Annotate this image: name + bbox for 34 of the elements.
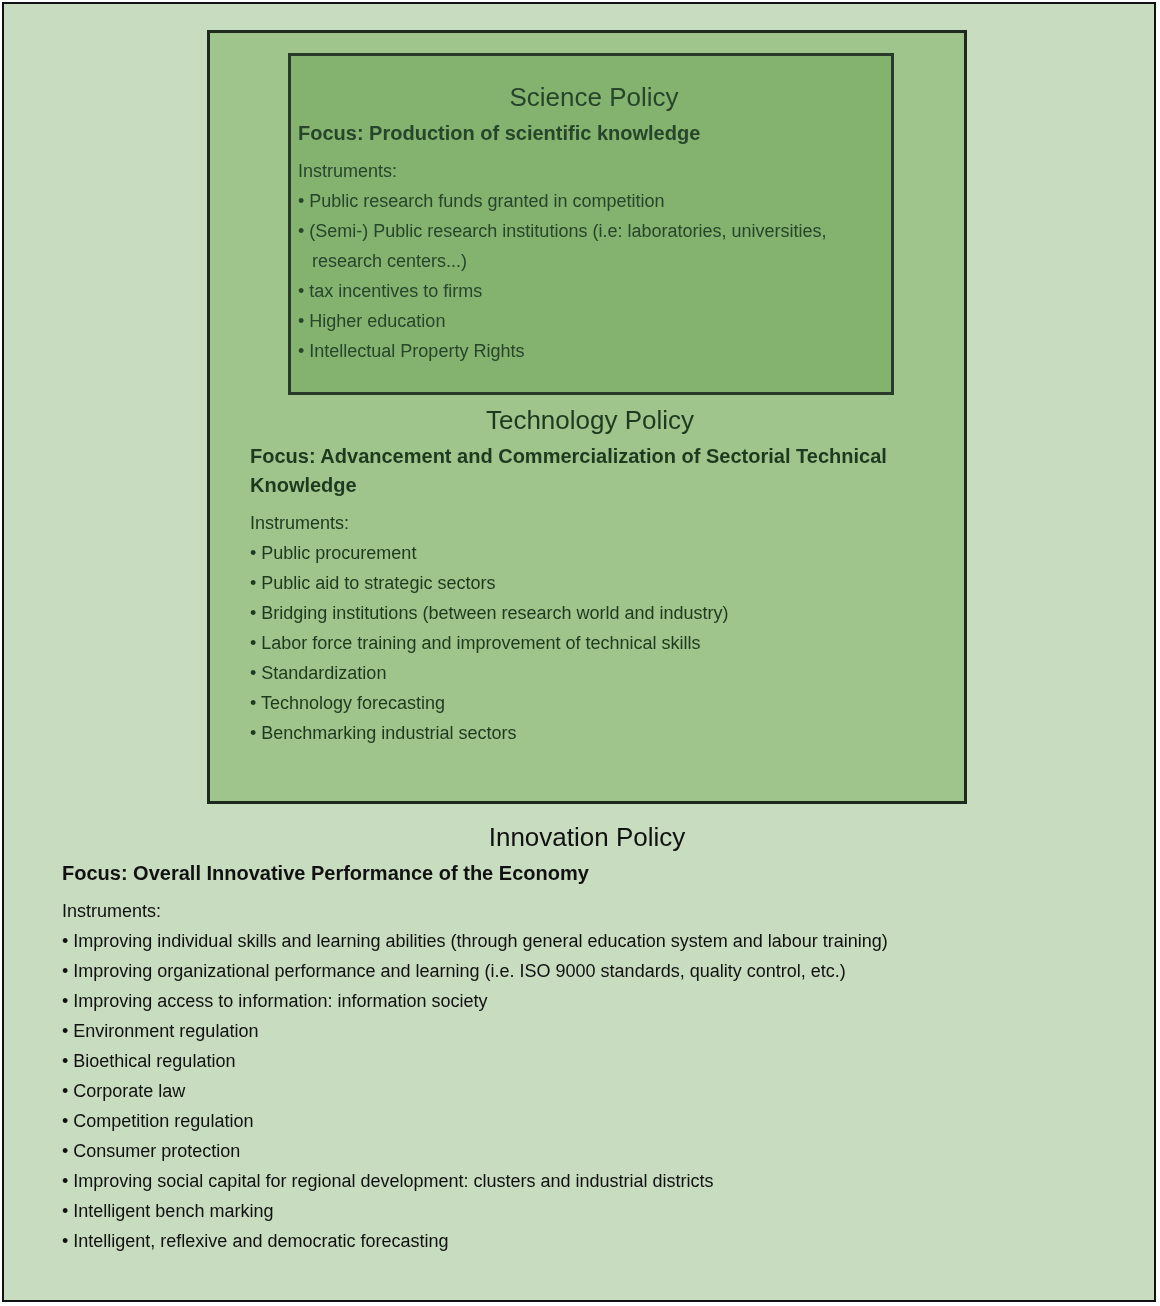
- list-item: • Standardization: [250, 662, 388, 685]
- list-item: • Competition regulation: [62, 1110, 255, 1133]
- policy-panel: [288, 53, 894, 395]
- list-item: • Improving individual skills and learning abilities (through general education system and labour training): [62, 930, 889, 953]
- list-item: • (Semi-) Public research institutions (i.e: laboratories, universities, research centers...): [298, 220, 828, 273]
- focus-statement: Focus: Advancement and Commercialization of Sectorial Technical Knowledge: [250, 444, 888, 498]
- section-heading: Science Policy: [509, 82, 679, 113]
- list-item: • Intelligent, reflexive and democratic forecasting: [62, 1230, 450, 1253]
- list-heading: Instruments:: [250, 512, 351, 535]
- list-heading: Instruments:: [298, 160, 399, 183]
- section-heading: Innovation Policy: [488, 822, 686, 853]
- list-item: • Public procurement: [250, 542, 418, 565]
- section-heading: Technology Policy: [485, 405, 695, 436]
- list-heading: Instruments:: [62, 900, 163, 923]
- list-item: • Labor force training and improvement of technical skills: [250, 632, 702, 655]
- list-item: • Intelligent bench marking: [62, 1200, 275, 1223]
- list-item: • Improving access to information: information society: [62, 990, 489, 1013]
- list-item: • Bridging institutions (between research world and industry): [250, 602, 730, 625]
- list-item: • Improving social capital for regional development: clusters and industrial districts: [62, 1170, 715, 1193]
- list-item: • Environment regulation: [62, 1020, 260, 1043]
- policy-panel: [207, 30, 967, 804]
- list-item: • Corporate law: [62, 1080, 187, 1103]
- list-item: • Benchmarking industrial sectors: [250, 722, 518, 745]
- list-item: • Higher education: [298, 310, 447, 333]
- list-item: • tax incentives to firms: [298, 280, 484, 303]
- list-item: • Improving organizational performance and learning (i.e. ISO 9000 standards, quality control, etc.): [62, 960, 847, 983]
- focus-statement: Focus: Production of scientific knowledge: [298, 121, 702, 146]
- list-item: • Consumer protection: [62, 1140, 242, 1163]
- focus-statement: Focus: Overall Innovative Performance of the Economy: [62, 861, 590, 886]
- list-item: • Bioethical regulation: [62, 1050, 237, 1073]
- list-item: • Intellectual Property Rights: [298, 340, 526, 363]
- list-item: • Public research funds granted in competition: [298, 190, 666, 213]
- list-item: • Public aid to strategic sectors: [250, 572, 497, 595]
- list-item: • Technology forecasting: [250, 692, 447, 715]
